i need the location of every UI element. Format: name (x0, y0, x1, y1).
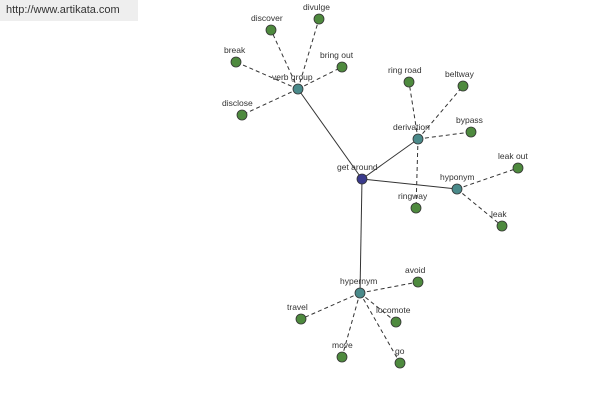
term-node-marker[interactable] (512, 162, 524, 174)
relation-node-label[interactable]: hyponym (440, 172, 475, 182)
relation-node-marker[interactable] (412, 133, 424, 145)
term-node-label[interactable]: divulge (303, 2, 330, 12)
node-hyponym[interactable]: hyponym (440, 172, 475, 195)
term-node-label[interactable]: bring out (320, 50, 354, 60)
node-divulge[interactable]: divulge (303, 2, 330, 25)
term-node-label[interactable]: travel (287, 302, 308, 312)
term-node-marker[interactable] (410, 202, 422, 214)
node-ring-road[interactable]: ring road (388, 65, 422, 88)
node-move[interactable]: move (332, 340, 353, 363)
node-discover[interactable]: discover (251, 13, 283, 36)
edge-derivation-ringway (415, 138, 419, 209)
center-node-marker[interactable] (356, 173, 368, 185)
relation-node-marker[interactable] (451, 183, 463, 195)
term-node-marker[interactable] (230, 56, 242, 68)
edge-hyponym-leak (456, 188, 503, 227)
node-locomote[interactable]: locomote (376, 305, 411, 328)
center-node-label[interactable]: get around (337, 162, 378, 172)
node-disclose[interactable]: disclose (222, 98, 253, 121)
edge-hypernym-go (359, 292, 401, 364)
term-node-marker[interactable] (265, 24, 277, 36)
edge-derivation-beltway (417, 85, 464, 140)
edge-get-around-verb-group (297, 88, 363, 180)
term-node-marker[interactable] (336, 351, 348, 363)
node-bypass[interactable]: bypass (456, 115, 483, 138)
term-node-marker[interactable] (336, 61, 348, 73)
term-node-label[interactable]: break (224, 45, 246, 55)
edge-hypernym-locomote (359, 292, 397, 323)
term-node-marker[interactable] (313, 13, 325, 25)
term-node-marker[interactable] (457, 80, 469, 92)
term-node-marker[interactable] (236, 109, 248, 121)
edge-get-around-hyponym (361, 178, 458, 190)
source-url-banner[interactable]: http://www.artikata.com (0, 0, 138, 21)
term-node-label[interactable]: leak out (498, 151, 528, 161)
edge-hypernym-avoid (359, 281, 419, 294)
node-ringway[interactable]: ringway (398, 191, 428, 214)
term-node-marker[interactable] (295, 313, 307, 325)
relation-node-label[interactable]: derivation (393, 122, 430, 132)
edge-derivation-ring-road (408, 81, 419, 140)
edge-get-around-derivation (361, 138, 419, 180)
term-node-marker[interactable] (496, 220, 508, 232)
edge-derivation-bypass (417, 131, 472, 140)
relation-node-label[interactable]: hypernym (340, 276, 377, 286)
term-node-marker[interactable] (390, 316, 402, 328)
term-node-label[interactable]: locomote (376, 305, 411, 315)
edge-hypernym-travel (300, 292, 361, 320)
term-node-label[interactable]: avoid (405, 265, 426, 275)
term-node-label[interactable]: beltway (445, 69, 475, 79)
node-go[interactable]: go (394, 346, 406, 369)
term-node-marker[interactable] (394, 357, 406, 369)
node-hypernym[interactable]: hypernym (340, 276, 377, 299)
relation-node-marker[interactable] (292, 83, 304, 95)
node-leak[interactable]: leak (491, 209, 508, 232)
term-node-label[interactable]: disclose (222, 98, 253, 108)
term-node-label[interactable]: ring road (388, 65, 422, 75)
edges-layer (235, 18, 519, 364)
edge-verb-group-divulge (297, 18, 320, 90)
edge-get-around-hypernym (359, 178, 363, 294)
edge-verb-group-disclose (241, 88, 299, 116)
term-node-label[interactable]: go (395, 346, 405, 356)
term-node-marker[interactable] (412, 276, 424, 288)
edge-hyponym-leak-out (456, 167, 519, 190)
term-node-label[interactable]: bypass (456, 115, 483, 125)
term-node-marker[interactable] (465, 126, 477, 138)
node-travel[interactable]: travel (287, 302, 308, 325)
edge-verb-group-bring-out (297, 66, 343, 90)
node-avoid[interactable]: avoid (405, 265, 426, 288)
edge-verb-group-break (235, 61, 299, 90)
node-break[interactable]: break (224, 45, 246, 68)
relation-node-label[interactable]: verb group (272, 72, 313, 82)
relation-node-marker[interactable] (354, 287, 366, 299)
term-node-label[interactable]: leak (491, 209, 507, 219)
node-verb-group[interactable]: verb group (272, 72, 313, 95)
term-node-label[interactable]: move (332, 340, 353, 350)
node-derivation[interactable]: derivation (393, 122, 430, 145)
node-get-around[interactable]: get around (337, 162, 378, 185)
term-node-label[interactable]: discover (251, 13, 283, 23)
term-node-label[interactable]: ringway (398, 191, 428, 201)
node-bring-out[interactable]: bring out (320, 50, 354, 73)
node-leak-out[interactable]: leak out (498, 151, 528, 174)
node-beltway[interactable]: beltway (445, 69, 475, 92)
term-node-marker[interactable] (403, 76, 415, 88)
edge-verb-group-discover (270, 29, 299, 90)
nodes-layer: discover divulge break bring out disclose rin… (222, 2, 528, 369)
